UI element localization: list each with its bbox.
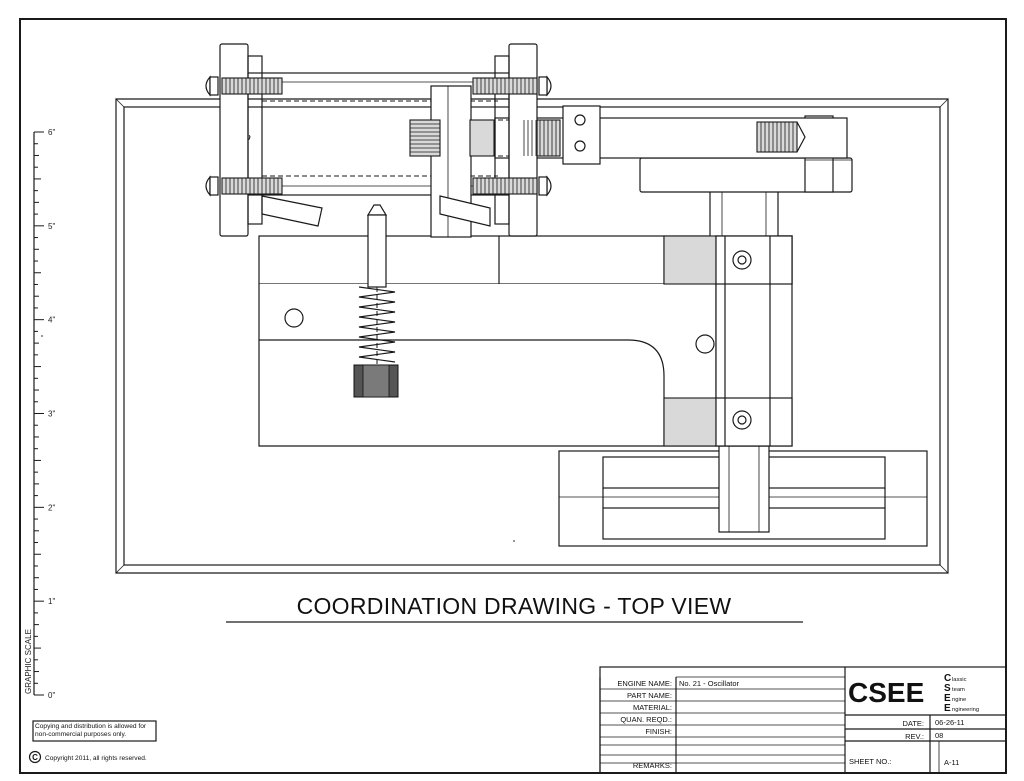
- field-label: QUAN. REQD.:: [620, 715, 672, 724]
- logo-initial: E: [944, 693, 951, 704]
- copying-note: Copying and distribution is allowed for …: [35, 723, 147, 738]
- rev-label: REV.:: [905, 732, 924, 741]
- logo-word: ngineering: [952, 707, 979, 713]
- logo-initial: E: [944, 703, 951, 714]
- sheet-border: [19, 18, 1007, 774]
- flywheel: [558, 445, 928, 547]
- scale-tick-label: 1": [48, 597, 55, 606]
- scale-tick-label: 2": [48, 503, 55, 512]
- drawing-title: COORDINATION DRAWING - TOP VIEW: [297, 593, 732, 619]
- date-value: 06-26-11: [935, 718, 964, 727]
- scale-tick-label: 3": [48, 410, 55, 419]
- copying-note-box: [32, 720, 157, 742]
- pivot-spring: [353, 204, 399, 398]
- field-value: No. 21 - Oscillator: [679, 679, 740, 688]
- logo-text: CSEE: [848, 677, 924, 708]
- scale-tick-label: 0": [48, 691, 55, 700]
- scale-tick-label: 6": [48, 128, 55, 137]
- logo-word: ngine: [952, 697, 966, 703]
- logo-initial: S: [944, 683, 951, 694]
- field-label: FINISH:: [645, 727, 672, 736]
- sheet-label: SHEET NO.:: [849, 757, 891, 766]
- logo-word: lassic: [952, 677, 967, 683]
- field-label: PART NAME:: [627, 691, 672, 700]
- rev-value: 08: [935, 731, 943, 740]
- copyright-text: Copyright 2011, all rights reserved.: [45, 755, 147, 762]
- logo-initial: C: [944, 673, 951, 684]
- date-label: DATE:: [902, 719, 924, 728]
- scale-label: GRAPHIC SCALE: [24, 629, 33, 694]
- copyright-symbol: C: [32, 753, 38, 762]
- copyright-symbol-circle: [28, 750, 42, 764]
- logo-word: team: [952, 687, 965, 693]
- scale-tick-label: 5": [48, 222, 55, 231]
- field-label: ENGINE NAME:: [617, 679, 672, 688]
- field-label: REMARKS:: [633, 761, 672, 770]
- title-block: [599, 666, 1007, 774]
- field-label: MATERIAL:: [633, 703, 672, 712]
- connecting-rod: [490, 105, 848, 165]
- scale-tick-label: 4": [48, 316, 55, 325]
- graphic-scale: 0" 1" 2" 3" 4" 5" 6" GRAPHIC SCALE: [24, 128, 55, 700]
- tie-bolts: [205, 75, 794, 394]
- sheet-value: A-11: [944, 758, 959, 767]
